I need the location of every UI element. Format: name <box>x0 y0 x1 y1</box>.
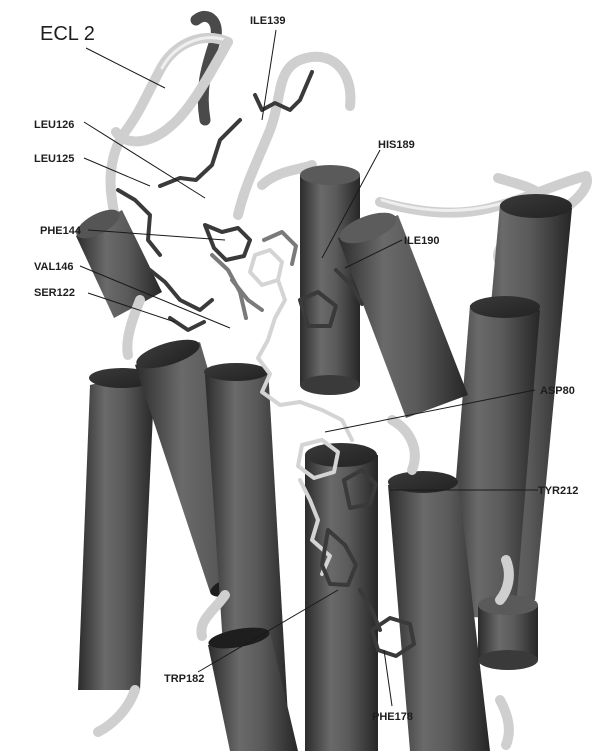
label-leu126: LEU126 <box>34 119 74 131</box>
label-phe178: PHE178 <box>372 711 413 723</box>
label-trp182: TRP182 <box>164 673 204 685</box>
label-ser122: SER122 <box>34 287 75 299</box>
label-ile190: ILE190 <box>404 235 439 247</box>
label-phe144: PHE144 <box>40 225 82 237</box>
label-ile139: ILE139 <box>250 15 285 27</box>
label-tyr212: TYR212 <box>538 485 578 497</box>
residue-ser122-sticks <box>170 318 204 330</box>
helix-tm8-small <box>478 595 538 670</box>
helix-tm4 <box>300 165 360 395</box>
helix-tm1 <box>78 368 155 690</box>
label-his189: HIS189 <box>378 139 415 151</box>
helix-tm3b <box>305 443 378 751</box>
label-val146: VAL146 <box>34 261 74 273</box>
label-ecl2: ECL 2 <box>40 23 95 45</box>
label-leu125: LEU125 <box>34 153 74 165</box>
label-asp80: ASP80 <box>540 385 575 397</box>
